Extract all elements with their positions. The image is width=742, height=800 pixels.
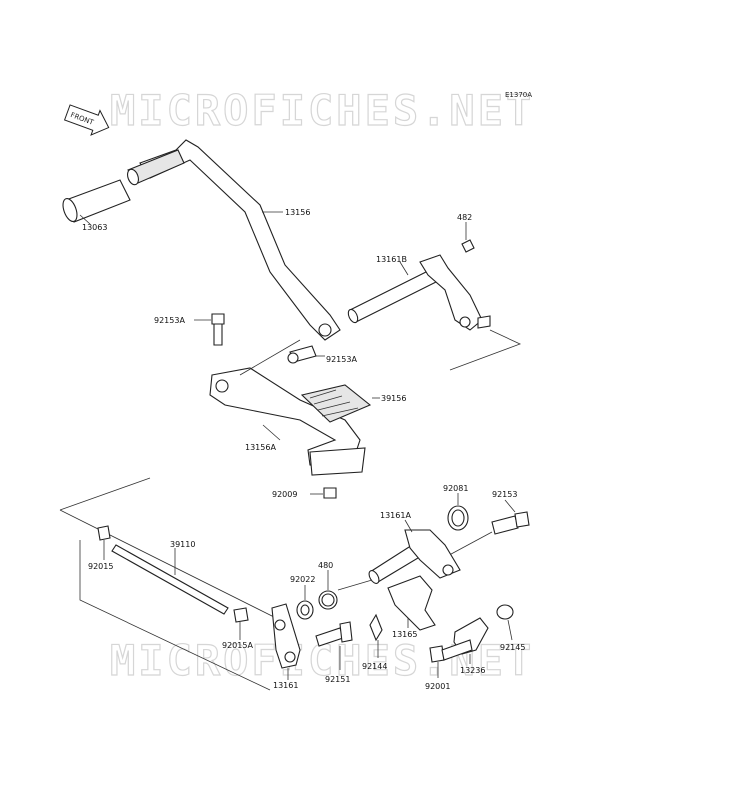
bolt-92153a-mid (287, 345, 325, 364)
callout-92015a: 92015A (222, 641, 253, 650)
nut-92015 (97, 525, 111, 560)
nut-482 (461, 222, 475, 253)
bolt-92001 (429, 639, 473, 678)
callout-92001: 92001 (425, 682, 450, 691)
callout-13236: 13236 (460, 666, 485, 675)
bolt-92009 (310, 487, 337, 499)
callout-13165: 13165 (392, 630, 417, 639)
front-arrow-icon: FRONT (63, 104, 110, 136)
callout-13156: 13156 (285, 208, 310, 217)
washer-92022 (296, 585, 314, 620)
callout-92081: 92081 (443, 484, 468, 493)
callout-92153a-top: 92153A (154, 316, 185, 325)
callout-92015: 92015 (88, 562, 113, 571)
shift-shaft-13161b (347, 254, 522, 371)
callout-39156: 39156 (381, 394, 406, 403)
lever-arm-13161 (271, 603, 301, 680)
plate-13165 (387, 575, 436, 631)
callout-92153: 92153 (492, 490, 517, 499)
spring-92145 (496, 604, 514, 641)
callout-39110: 39110 (170, 540, 195, 549)
callout-13156a: 13156A (245, 443, 276, 452)
shift-lever-13156 (127, 139, 341, 341)
bolt-92153 (439, 499, 530, 561)
shift-shaft-13161a (337, 519, 461, 591)
callout-92009: 92009 (272, 490, 297, 499)
callout-482: 482 (457, 213, 472, 222)
callout-13161b: 13161B (376, 255, 407, 264)
watermark-top: MICROFICHES.NET (110, 86, 534, 135)
callout-92144: 92144 (362, 662, 387, 671)
callout-92151: 92151 (325, 675, 350, 684)
callout-13161a: 13161A (380, 511, 411, 520)
bolt-92151 (315, 621, 353, 670)
brake-pedal-13156a (209, 339, 366, 476)
pedal-pad-39156 (300, 384, 380, 423)
callout-92153a-mid: 92153A (326, 355, 357, 364)
ring-480 (318, 570, 338, 610)
diagram-code: E1370A (505, 91, 532, 99)
nut-92015a (233, 607, 249, 640)
bolt-92153a-top (194, 313, 225, 346)
callout-92022: 92022 (290, 575, 315, 584)
spring-92081 (447, 493, 469, 531)
callout-480: 480 (318, 561, 333, 570)
footpeg-rubber-13063 (62, 179, 131, 225)
callout-92145: 92145 (500, 643, 525, 652)
callout-13063: 13063 (82, 223, 107, 232)
callout-13161: 13161 (273, 681, 298, 690)
spring-92144 (369, 613, 383, 658)
